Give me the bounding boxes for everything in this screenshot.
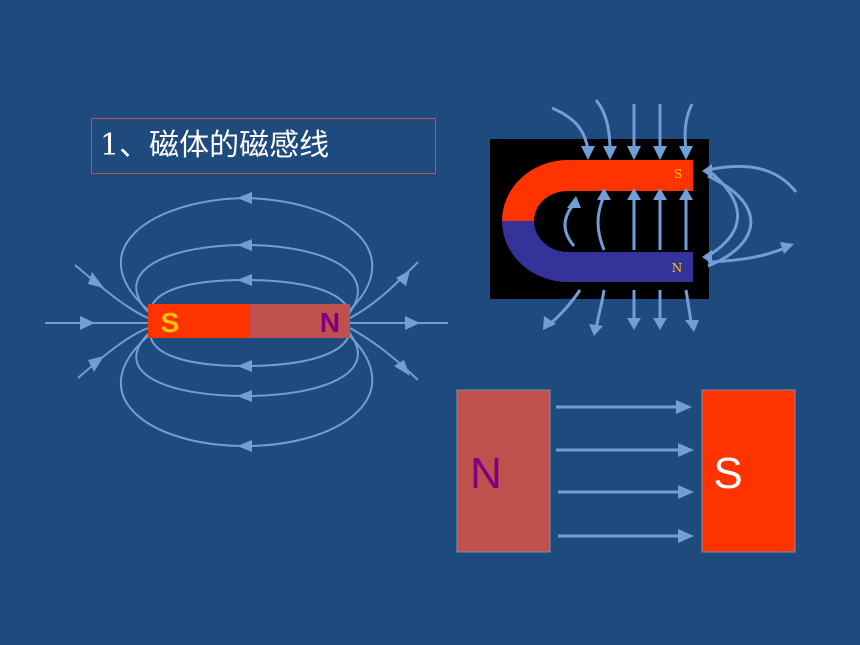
horseshoe-south-label: S bbox=[674, 167, 682, 181]
arrowhead-icon bbox=[543, 316, 556, 330]
bar-magnet-south-half bbox=[148, 304, 250, 338]
arrowhead-icon bbox=[237, 192, 252, 204]
arrowhead-icon bbox=[237, 440, 252, 452]
arrowhead-icon bbox=[678, 485, 694, 499]
bar-magnet: S N bbox=[148, 304, 350, 338]
arrowhead-icon bbox=[237, 360, 252, 372]
arrowhead-icon bbox=[627, 146, 641, 160]
bar-magnet-arrowheads bbox=[80, 192, 420, 452]
spread-line-upper-left bbox=[74, 264, 149, 319]
arrowhead-icon bbox=[679, 188, 693, 200]
arrowhead-icon bbox=[581, 146, 595, 160]
north-pole-label: N bbox=[470, 449, 502, 498]
arrowhead-icon bbox=[685, 320, 699, 332]
arrowhead-icon bbox=[405, 316, 420, 330]
horseshoe-arrowheads bbox=[543, 146, 794, 336]
bar-magnet-north-half bbox=[250, 304, 350, 338]
arrowhead-icon bbox=[653, 146, 667, 160]
uniform-field-arrowheads bbox=[676, 400, 694, 543]
spread-line-lower-right bbox=[349, 327, 419, 381]
arrowhead-icon bbox=[237, 239, 252, 251]
arrowhead-icon bbox=[589, 324, 603, 336]
slide-title: 1、磁体的磁感线 bbox=[91, 118, 436, 174]
uniform-field-diagram: N S bbox=[456, 389, 796, 553]
arrowhead-icon bbox=[88, 272, 104, 288]
arrowhead-icon bbox=[653, 318, 667, 330]
arrowhead-icon bbox=[396, 270, 410, 286]
arrowhead-icon bbox=[237, 274, 252, 286]
horseshoe-north-label: N bbox=[672, 261, 683, 275]
uniform-field-lines bbox=[556, 405, 680, 538]
arrowhead-icon bbox=[237, 390, 252, 402]
arrowhead-icon bbox=[702, 164, 712, 178]
horseshoe-south-arm bbox=[502, 160, 693, 221]
bar-magnet-north-label: N bbox=[320, 307, 340, 338]
north-pole-block bbox=[456, 389, 551, 553]
arrowhead-icon bbox=[567, 196, 581, 208]
arrowhead-icon bbox=[88, 356, 104, 372]
arrowhead-icon bbox=[676, 400, 692, 414]
spread-line-lower-left bbox=[77, 327, 149, 379]
horseshoe-north-arm bbox=[502, 221, 693, 282]
lower-loop-outer bbox=[119, 335, 374, 448]
arrowhead-icon bbox=[394, 360, 410, 376]
upper-loop-outer bbox=[119, 196, 374, 311]
spread-line-upper-right bbox=[349, 261, 419, 319]
arrowhead-icon bbox=[678, 443, 694, 457]
arrowhead-icon bbox=[653, 188, 667, 200]
arrowhead-icon bbox=[597, 188, 611, 200]
arrowhead-icon bbox=[627, 318, 641, 330]
arrowhead-icon bbox=[702, 250, 712, 264]
arrowhead-icon bbox=[80, 316, 95, 330]
south-pole-label: S bbox=[713, 449, 742, 498]
arrowhead-icon bbox=[603, 146, 617, 160]
arrowhead-icon bbox=[780, 242, 794, 254]
arrowhead-icon bbox=[627, 188, 641, 200]
arrowhead-icon bbox=[678, 529, 694, 543]
bar-magnet-south-label: S bbox=[161, 307, 180, 338]
south-pole-block bbox=[701, 389, 796, 553]
arrowhead-icon bbox=[679, 146, 693, 160]
